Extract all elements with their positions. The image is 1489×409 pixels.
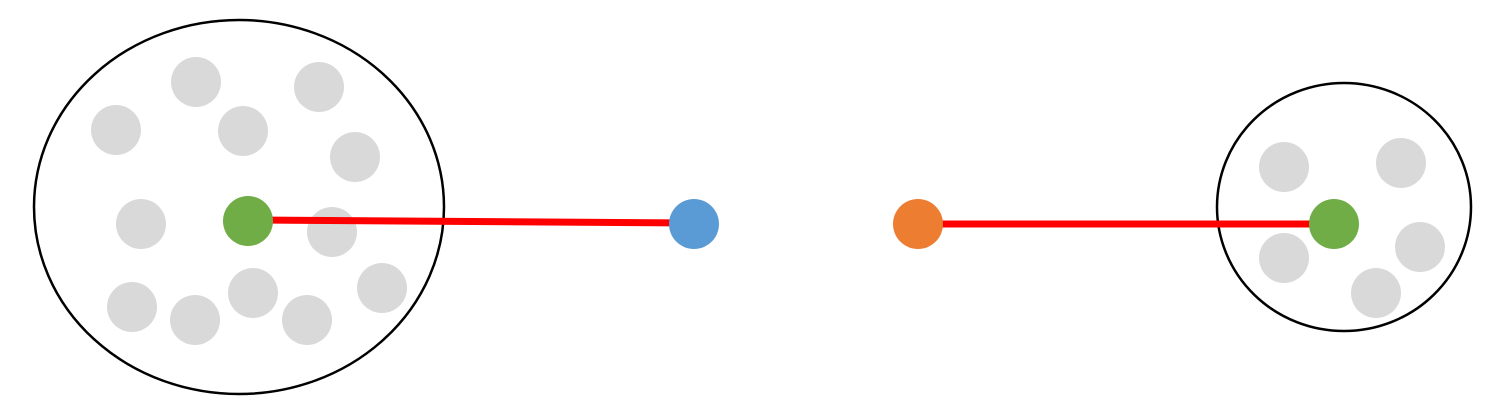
member-point [171,57,221,107]
member-point [91,105,141,155]
right-cluster-boundary [1215,81,1473,333]
member-point [357,263,407,313]
left-cluster-members [91,57,407,345]
member-point [1259,233,1309,283]
member-point [1395,222,1445,272]
member-point [116,199,166,249]
left-cluster-centroid [223,196,273,246]
member-point [307,207,357,257]
member-point [170,295,220,345]
member-point [294,62,344,112]
orange-point [893,199,943,249]
right-cluster-centroid [1309,199,1359,249]
member-point [218,106,268,156]
left-cluster [32,18,446,396]
member-point [330,132,380,182]
right-cluster-members [1259,138,1445,318]
left-cluster-boundary [32,18,446,396]
right-cluster [1215,81,1473,333]
member-point [282,295,332,345]
left-link-line [247,216,695,227]
member-point [1351,268,1401,318]
member-point [1259,142,1309,192]
member-point [228,268,278,318]
member-point [107,282,157,332]
blue-point [669,199,719,249]
member-point [1376,138,1426,188]
